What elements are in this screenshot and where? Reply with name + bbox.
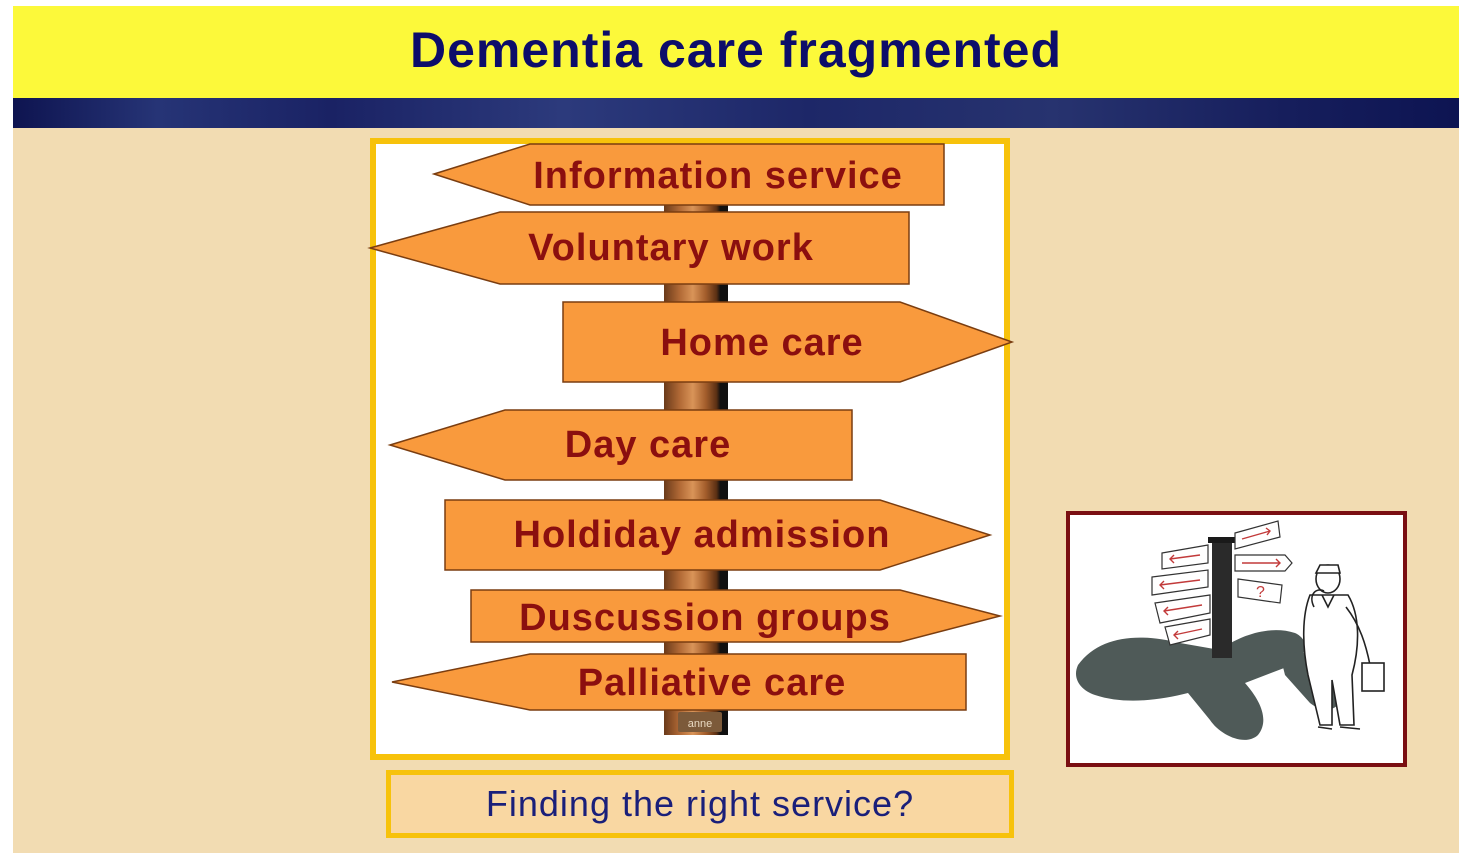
decorative-band [13,98,1459,128]
title-bar: Dementia care fragmented [13,6,1459,98]
sign-palliative-care: Palliative care [391,653,967,711]
sign-voluntary-work: Voluntary work [367,211,910,285]
svg-text:?: ? [1256,584,1265,601]
sign-label: Home care [660,322,863,364]
caption-box: Finding the right service? [386,770,1014,838]
sign-holiday-admission: Holdiday admission [444,499,993,571]
sign-information-service: Information service [431,143,945,206]
sign-label: Holdiday admission [514,514,891,556]
slide-title: Dementia care fragmented [409,22,1062,78]
pole-stamp-text: anne [688,718,712,730]
confused-man-signpost-illustration: ? [1075,520,1385,740]
caption-text: Finding the right service? [485,783,915,824]
cartoon-frame: ? [1066,511,1407,767]
sign-label: Day care [565,424,731,466]
signpost-shadow [1075,630,1343,740]
sign-discussion-groups: Duscussion groups [470,589,1003,643]
signpost-illustration: ? [1151,520,1293,658]
sign-label: Palliative care [578,662,847,704]
pole-stamp [678,712,722,732]
sign-label: Duscussion groups [519,597,891,639]
sign-home-care: Home care [562,301,1015,383]
sign-day-care: Day care [387,409,853,481]
sign-label: Voluntary work [528,227,814,269]
sign-label: Information service [533,155,903,197]
confused-man-icon [1302,564,1385,730]
